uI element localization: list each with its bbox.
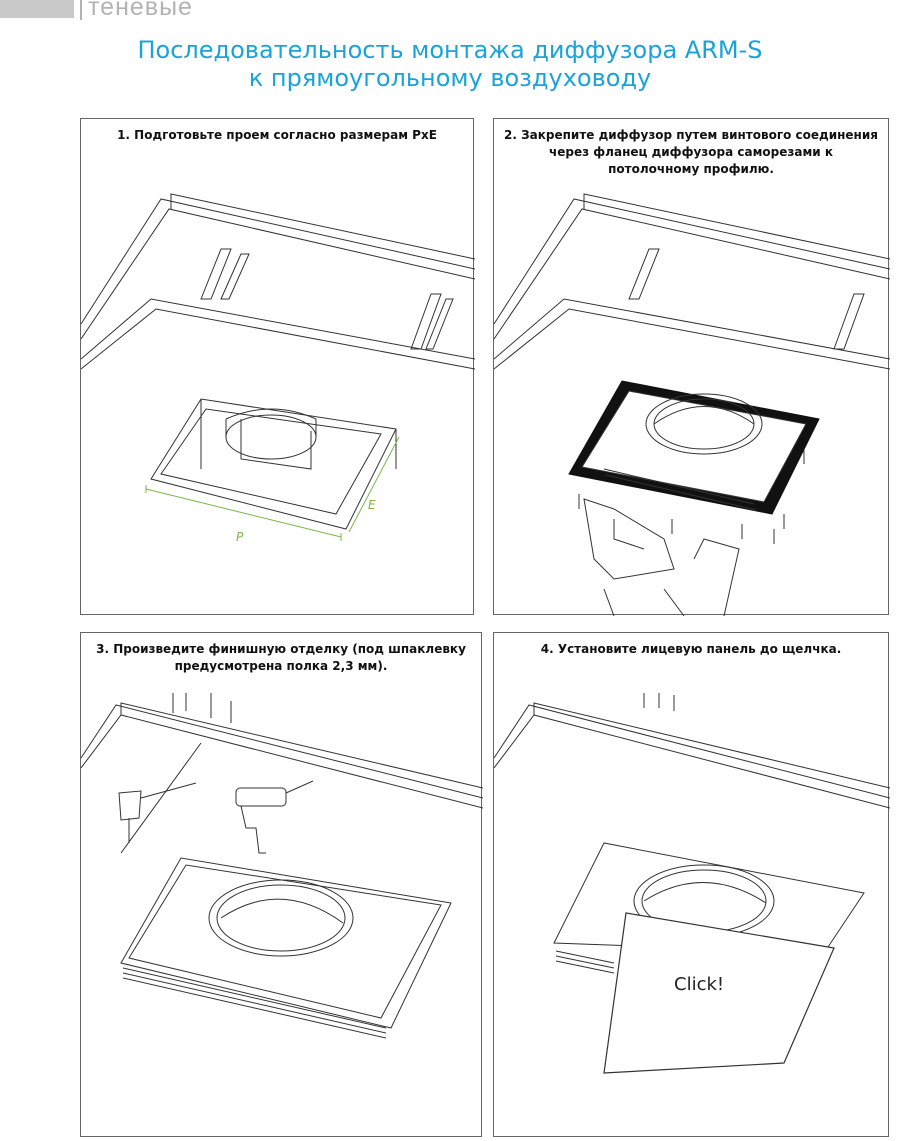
step-1-illustration: P E	[81, 193, 475, 544]
step-2-illustration	[494, 193, 890, 616]
drill-icon	[583, 498, 740, 616]
step-3-caption: 3. Произведите финишную отделку (под шпа…	[96, 642, 466, 673]
header-bar	[0, 0, 74, 18]
dim-e-label: E	[368, 498, 376, 512]
dim-p-label: P	[236, 530, 244, 544]
click-label: Click!	[674, 974, 724, 995]
step-3-panel: 3. Произведите финишную отделку (под шпа…	[80, 632, 483, 1137]
step-4-illustration: Click!	[494, 693, 890, 1074]
title-line-1: Последовательность монтажа диффузора ARM…	[137, 36, 763, 64]
step-4-panel: 4. Установите лицевую панель до щелчка. …	[493, 632, 890, 1137]
face-panel	[603, 912, 835, 1074]
putty-knife-icon	[118, 782, 197, 843]
step-1-caption: 1. Подготовьте проем согласно размерам P…	[117, 128, 437, 142]
step-2-caption: 2. Закрепите диффузор путем винтового со…	[504, 128, 878, 176]
paint-roller-icon	[235, 780, 314, 854]
step-4-caption: 4. Установите лицевую панель до щелчка.	[540, 642, 842, 656]
step-3-illustration	[81, 693, 483, 1039]
category-tab: теневые	[80, 0, 193, 20]
page-title: Последовательность монтажа диффузора ARM…	[0, 36, 900, 92]
step-2-panel: 2. Закрепите диффузор путем винтового со…	[493, 118, 890, 616]
step-1-panel: 1. Подготовьте проем согласно размерам P…	[80, 118, 475, 615]
title-line-2: к прямоугольному воздуховоду	[248, 64, 652, 92]
